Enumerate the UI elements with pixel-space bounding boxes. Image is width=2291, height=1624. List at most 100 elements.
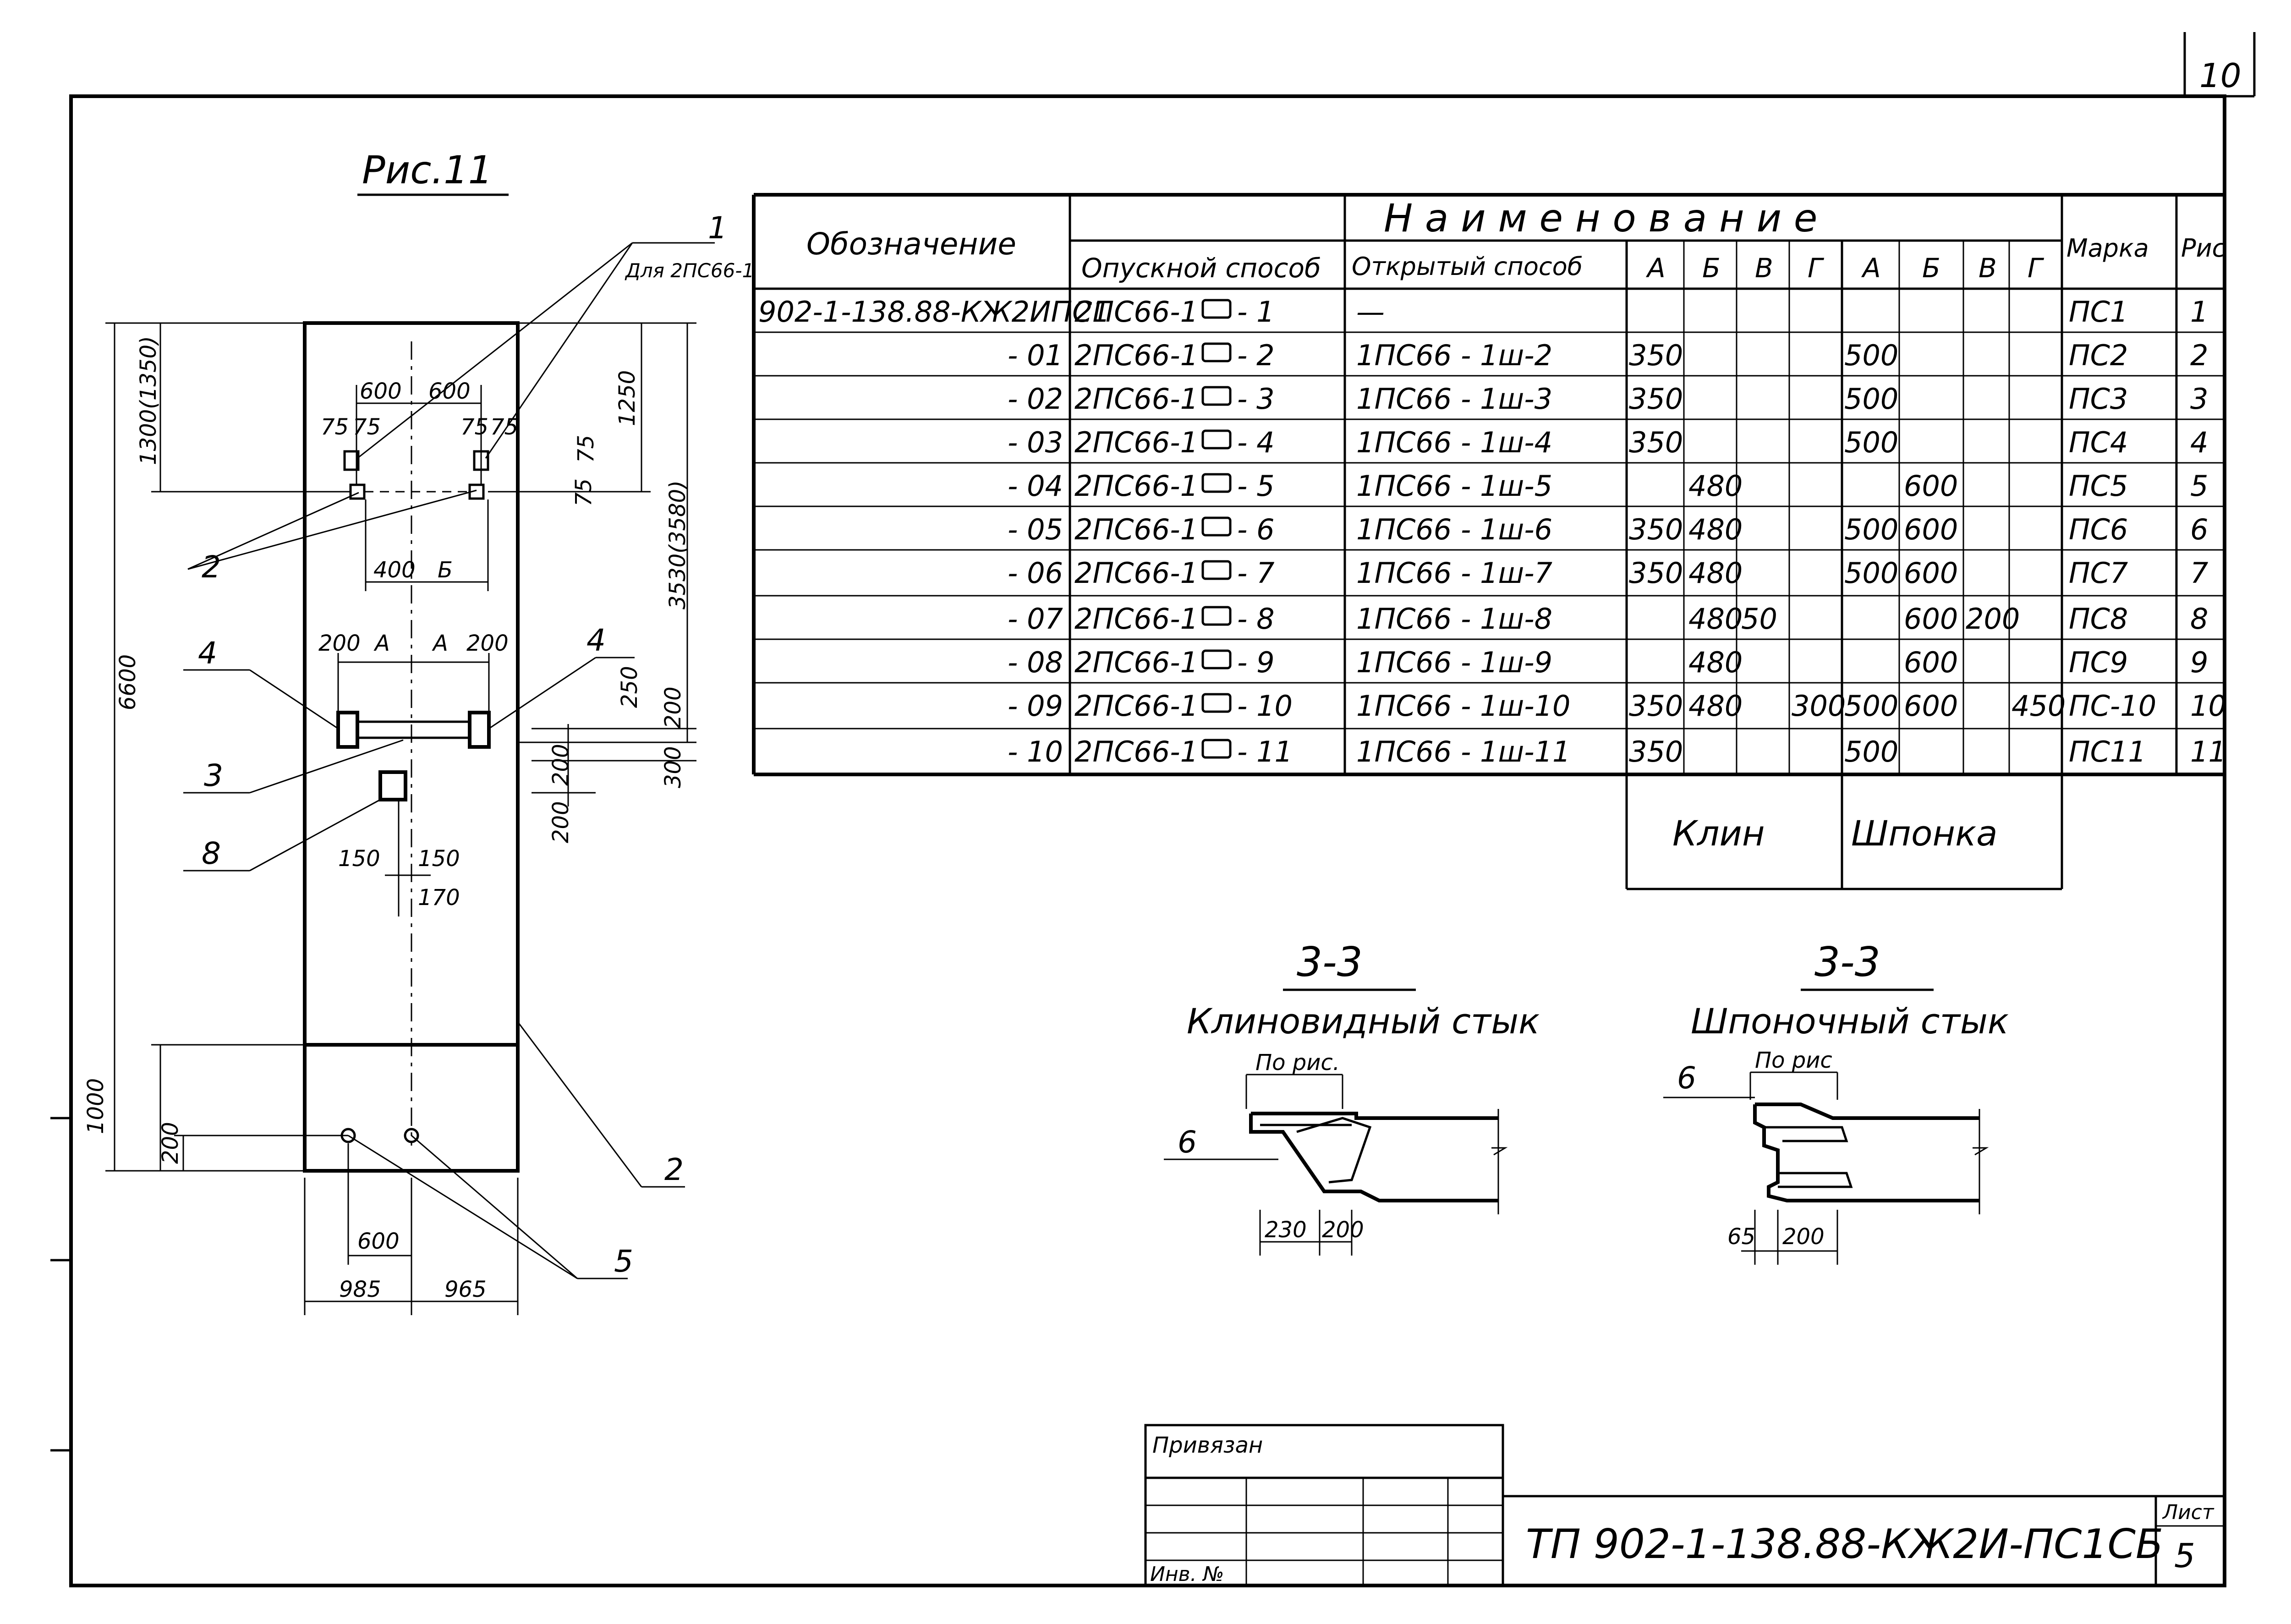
dim-75-a: 75	[321, 414, 349, 440]
dim-600-top-right: 600	[428, 379, 471, 404]
dim-1000: 1000	[83, 1078, 109, 1134]
dim-200-w-left: 200	[318, 631, 361, 656]
cell-designation: - 07	[1008, 602, 1063, 636]
cell-klin-g: 300	[1792, 689, 1846, 723]
cell-figref: - 9	[1237, 646, 1275, 679]
cell-klin-a: 350	[1629, 382, 1683, 416]
cell-shponka-b: 600	[1904, 602, 1958, 636]
dim-200-w-right: 200	[466, 631, 509, 656]
cell-open: 1ПС66 - 1ш-11	[1356, 735, 1570, 768]
dim-250: 250	[617, 666, 642, 708]
cell-designation: - 02	[1008, 382, 1063, 416]
header-open-method: Открытый способ	[1352, 252, 1583, 281]
dim-985: 985	[339, 1277, 381, 1302]
section-left-subtitle: Клиновидный стык	[1187, 1001, 1540, 1042]
cell-figref: - 2	[1237, 339, 1275, 372]
cell-fig: 9	[2190, 646, 2208, 679]
section-right-dim-b: 200	[1782, 1224, 1825, 1250]
title-block: Привязан Инв. № ТП 902-1-138.88-КЖ2И-ПС1…	[1144, 1424, 2225, 1587]
cell-klin-b: 480	[1688, 513, 1743, 546]
document-code: ТП 902-1-138.88-КЖ2И-ПС1СБ	[1526, 1520, 2163, 1568]
cell-shponka-v: 200	[1966, 602, 2020, 636]
dim-150-right: 150	[418, 846, 460, 872]
header-shponka-a: А	[1861, 252, 1881, 284]
cell-fig: 8	[2190, 602, 2208, 636]
dim-600-top-left: 600	[360, 379, 402, 404]
cell-figref: - 10	[1237, 689, 1293, 723]
cell-shponka-a: 500	[1844, 689, 1898, 723]
cell-mark: ПС4	[2069, 426, 2128, 459]
cell-mark: ПС2	[2069, 339, 2128, 372]
cell-designation: - 09	[1008, 689, 1063, 723]
dim-400: 400	[373, 557, 416, 583]
section-box-icon	[1201, 342, 1232, 362]
header-klin-v: В	[1755, 252, 1773, 284]
dim-600-bottom: 600	[357, 1229, 400, 1254]
cell-figref: - 7	[1237, 556, 1275, 590]
cell-designation: - 08	[1008, 646, 1063, 679]
cell-figref: - 11	[1237, 735, 1293, 768]
cell-lower: 2ПС66-1	[1074, 689, 1198, 723]
footer-shponka: Шпонка	[1851, 813, 1998, 854]
cell-figref: - 5	[1237, 469, 1275, 503]
callout-1: 2	[664, 1152, 684, 1187]
cell-shponka-a: 500	[1844, 339, 1898, 372]
cell-klin-a: 350	[1629, 735, 1683, 768]
cell-designation: - 06	[1008, 556, 1063, 590]
cell-lower: 2ПС66-1	[1074, 426, 1198, 459]
header-shponka-b: Б	[1922, 252, 1940, 284]
cell-shponka-b: 600	[1904, 646, 1958, 679]
cell-mark: ПС1	[2069, 295, 2128, 329]
cell-open: 1ПС66 - 1ш-2	[1356, 339, 1552, 372]
dim-3530: 3530(3580)	[665, 480, 691, 609]
header-klin-g: Г	[1808, 252, 1825, 284]
section-right-dim-a: 65	[1727, 1224, 1755, 1250]
callout-3: 3	[204, 758, 223, 793]
cell-open: 1ПС66 - 1ш-7	[1356, 556, 1552, 590]
cell-fig: 11	[2190, 735, 2226, 768]
callout-8: 8	[202, 836, 221, 871]
cell-figref: - 8	[1237, 602, 1275, 636]
cell-open: —	[1356, 295, 1385, 329]
section-box-icon	[1201, 606, 1232, 626]
cell-klin-v: 50	[1741, 602, 1777, 636]
callout-2-left: 2	[202, 549, 221, 585]
cell-mark: ПС5	[2069, 469, 2128, 503]
cell-klin-b: 480	[1688, 689, 1743, 723]
cell-lower: 2ПС66-1	[1074, 339, 1198, 372]
cell-designation: - 04	[1008, 469, 1063, 503]
header-lower-method: Опускной способ	[1081, 252, 1321, 284]
cell-fig: 2	[2190, 339, 2208, 372]
cell-fig: 4	[2190, 426, 2208, 459]
dim-200-left: 200	[158, 1122, 183, 1164]
dim-75-r1: 75	[573, 435, 599, 463]
cell-fig: 5	[2190, 469, 2208, 503]
section-left-dim-b: 200	[1322, 1217, 1364, 1243]
callout-5: 5	[614, 1244, 633, 1279]
section-box-icon	[1201, 739, 1232, 759]
section-right-callout: 6	[1677, 1060, 1696, 1096]
cell-lower: 2ПС66-1	[1074, 295, 1198, 329]
dim-a-2: А	[432, 631, 448, 656]
cell-shponka-b: 600	[1904, 469, 1958, 503]
cell-figref: - 3	[1237, 382, 1275, 416]
cell-shponka-a: 500	[1844, 426, 1898, 459]
cell-fig: 10	[2190, 689, 2226, 723]
cell-designation: 902-1-138.88-КЖ2ИПС1	[758, 295, 1110, 329]
cell-designation: - 05	[1008, 513, 1063, 546]
cell-shponka-b: 600	[1904, 556, 1958, 590]
cell-klin-a: 350	[1629, 556, 1683, 590]
dim-1250: 1250	[614, 370, 640, 426]
dim-75-b: 75	[353, 414, 381, 440]
cell-shponka-a: 500	[1844, 382, 1898, 416]
figure-title: Рис.11	[362, 148, 493, 192]
header-shponka-v: В	[1979, 252, 1997, 284]
